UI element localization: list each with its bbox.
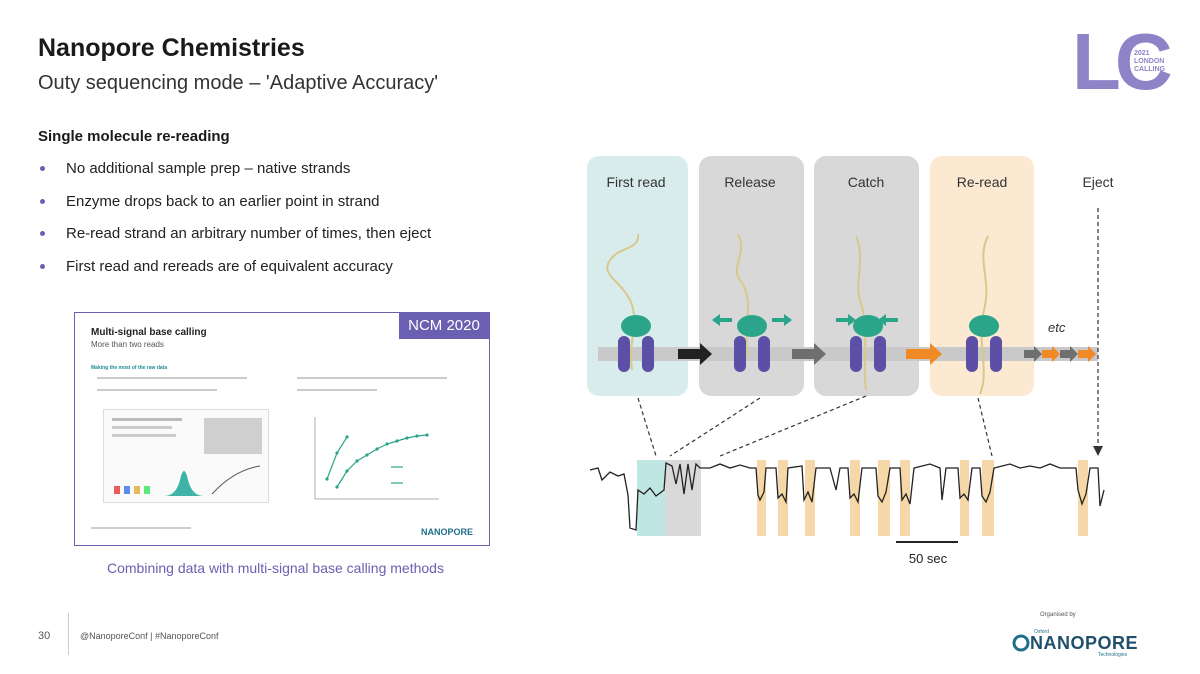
catch-arrow-right-icon	[836, 314, 856, 326]
scale-bar-label: 50 sec	[909, 551, 948, 566]
dna-strand-catch	[855, 235, 867, 391]
logo-company-small: Oxford	[1034, 629, 1050, 635]
arrow-orange-small-icon	[1078, 346, 1096, 362]
bullet-item: No additional sample prep – native stran…	[38, 160, 431, 193]
london-calling-logo: LC 2021 LONDON CALLING	[1072, 22, 1182, 104]
thumbnail-logo: NANOPORE	[420, 527, 473, 537]
thumbnail-text-line	[97, 377, 247, 379]
logo-letters: LC	[1072, 17, 1173, 106]
first-read-panel	[587, 156, 688, 396]
first-read-band	[637, 460, 665, 536]
pore-protein-catch	[850, 315, 886, 372]
bullet-item: Re-read strand an arbitrary number of ti…	[38, 225, 431, 258]
reread-bands	[757, 460, 1088, 536]
slide-subtitle: Outy sequencing mode – 'Adaptive Accurac…	[38, 72, 439, 94]
bullet-item: Enzyme drops back to an earlier point in…	[38, 193, 431, 226]
reread-panel	[930, 156, 1034, 396]
catch-arrow-left-icon	[878, 314, 898, 326]
ncm-slide-thumbnail: NCM 2020 Multi-signal base calling More …	[74, 312, 490, 546]
thumbnail-text-line	[297, 389, 377, 391]
thumbnail-section: Making the most of the raw data	[91, 365, 168, 371]
stage-label-release: Release	[724, 174, 776, 190]
arrow-grey-small-icon	[1024, 346, 1042, 362]
thumbnail-caption: Combining data with multi-signal base ca…	[107, 560, 444, 576]
arrow-black-icon	[678, 343, 712, 365]
arrow-grey-small-icon	[1060, 346, 1078, 362]
logo-text: 2021 LONDON CALLING	[1134, 50, 1165, 74]
dna-strand-reread	[979, 235, 989, 395]
slide-title: Nanopore Chemistries	[38, 34, 305, 62]
footer-divider	[68, 613, 69, 655]
etc-label: etc	[1048, 320, 1066, 335]
stage-label-eject: Eject	[1082, 174, 1113, 190]
ncm-badge: NCM 2020	[399, 313, 489, 339]
adaptive-accuracy-diagram: First read Release Catch Re-read Eject	[587, 156, 1114, 566]
release-arrow-left-icon	[712, 314, 732, 326]
logo-company-tech: Technologies	[1098, 652, 1128, 658]
thumbnail-text-line	[97, 389, 217, 391]
stage-label-reread: Re-read	[957, 174, 1008, 190]
logo-line2: CALLING	[1134, 66, 1166, 73]
logo-year: 2021	[1134, 50, 1150, 57]
bullet-list: No additional sample prep – native stran…	[38, 160, 431, 290]
thumbnail-subtitle: More than two reads	[91, 340, 164, 349]
pore-protein-first-read	[618, 315, 654, 372]
arrow-grey-icon	[792, 343, 826, 365]
thumbnail-accuracy-chart	[314, 417, 439, 500]
section-heading: Single molecule re-reading	[38, 128, 230, 145]
current-signal-trace	[589, 461, 1105, 531]
logo-line1: LONDON	[1134, 58, 1165, 65]
release-arrow-right-icon	[772, 314, 792, 326]
stage-label-first-read: First read	[606, 174, 665, 190]
connector-lines	[637, 208, 1099, 457]
catch-panel	[814, 156, 919, 396]
arrow-orange-icon	[906, 343, 942, 365]
arrow-orange-small-icon	[1042, 346, 1060, 362]
oxford-nanopore-logo: Oxford NANOPORE Technologies	[1012, 626, 1152, 662]
bullet-item: First read and rereads are of equivalent…	[38, 258, 431, 291]
thumbnail-footer-line	[91, 527, 191, 529]
pore-protein-reread	[966, 315, 1002, 372]
release-panel	[699, 156, 804, 396]
thumbnail-title: Multi-signal base calling	[91, 327, 207, 338]
social-handle: @NanoporeConf | #NanoporeConf	[80, 631, 219, 641]
thumbnail-figure	[112, 418, 262, 496]
logo-company: NANOPORE	[1030, 633, 1139, 653]
slide-number: 30	[38, 630, 51, 642]
organised-by-label: Organised by	[1040, 612, 1076, 618]
stage-label-catch: Catch	[848, 174, 885, 190]
thumbnail-text-line	[297, 377, 447, 379]
eject-arrowhead-icon	[1093, 446, 1103, 456]
membrane	[598, 347, 1098, 361]
release-catch-band	[665, 460, 701, 536]
thumbnail-figure-panel	[103, 409, 269, 503]
nanopore-ring-icon	[1012, 634, 1030, 652]
pore-protein-release	[734, 315, 770, 372]
